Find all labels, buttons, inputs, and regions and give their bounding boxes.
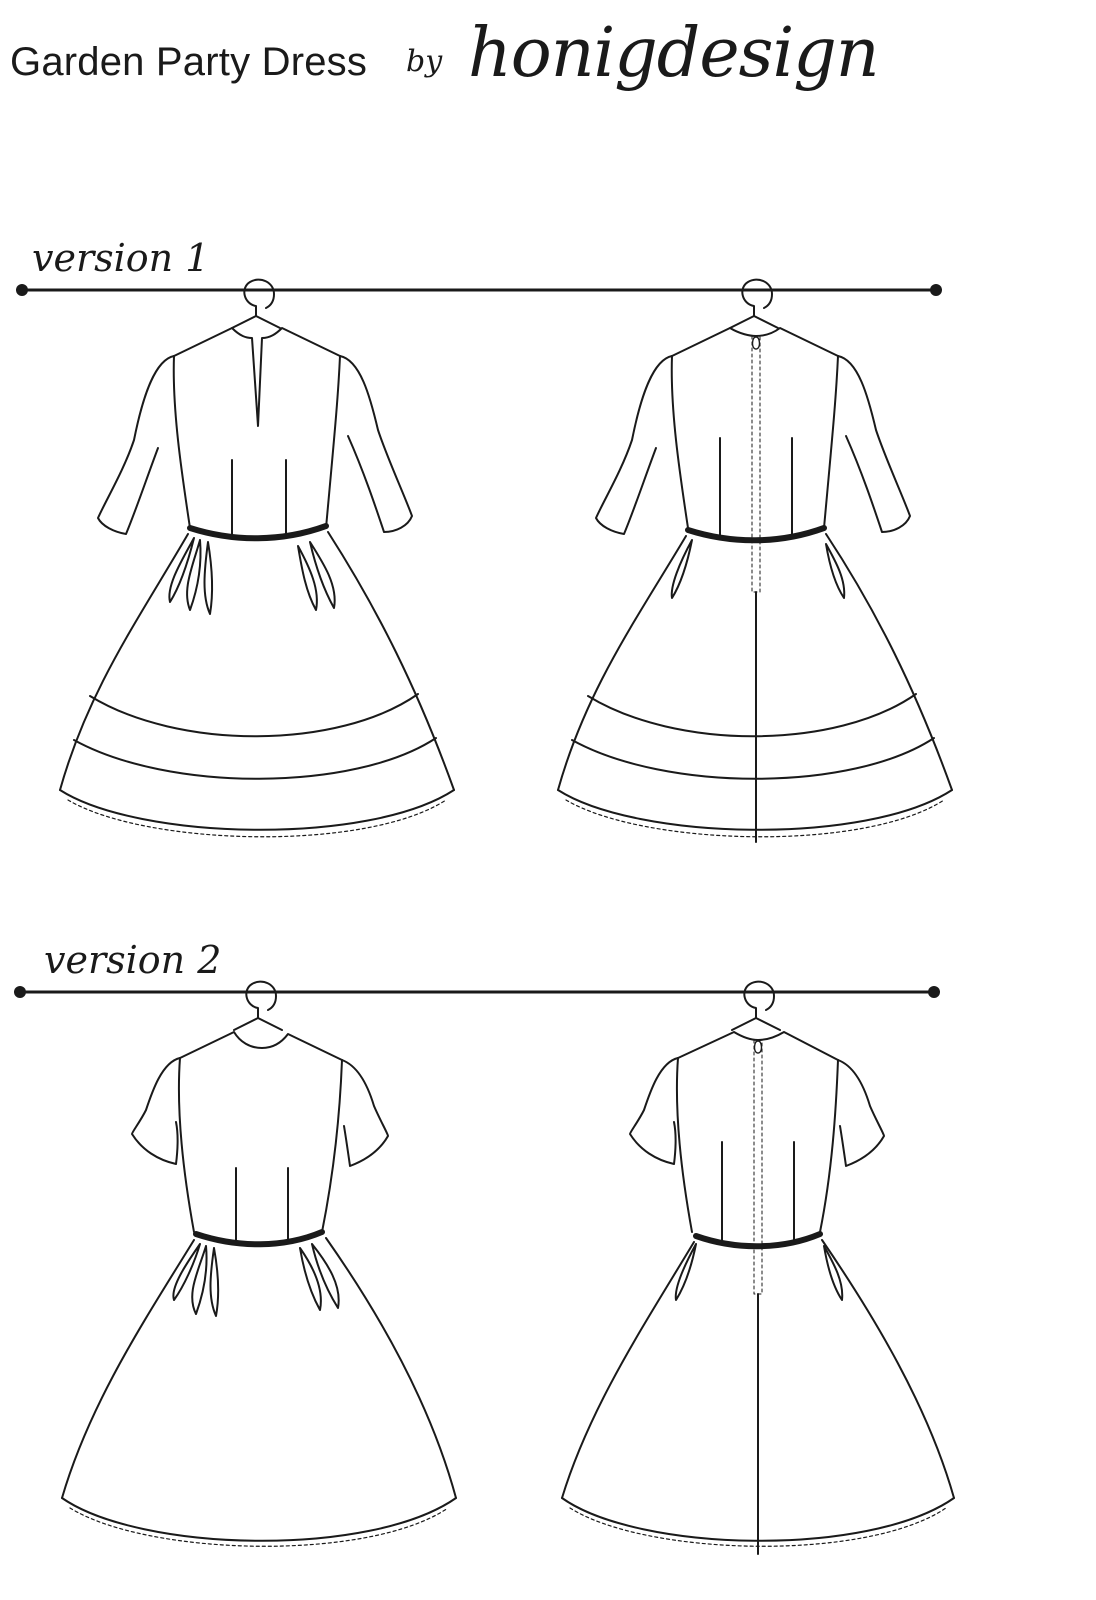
version-2-back-dress [562,982,954,1554]
brand-logo: honigdesign [468,14,880,93]
page-header: Garden Party Dress by honigdesign [10,0,910,140]
page-title: Garden Party Dress [10,40,368,84]
version-1-back-dress [558,280,952,842]
version-2-label: version 2 [44,938,222,982]
title-by: by [406,44,443,79]
version-1-front-dress [60,280,454,837]
version-1-label: version 1 [32,236,210,280]
version-2-front-dress [62,982,456,1547]
version-1-rod [16,284,942,296]
version-2-rod [14,986,940,998]
